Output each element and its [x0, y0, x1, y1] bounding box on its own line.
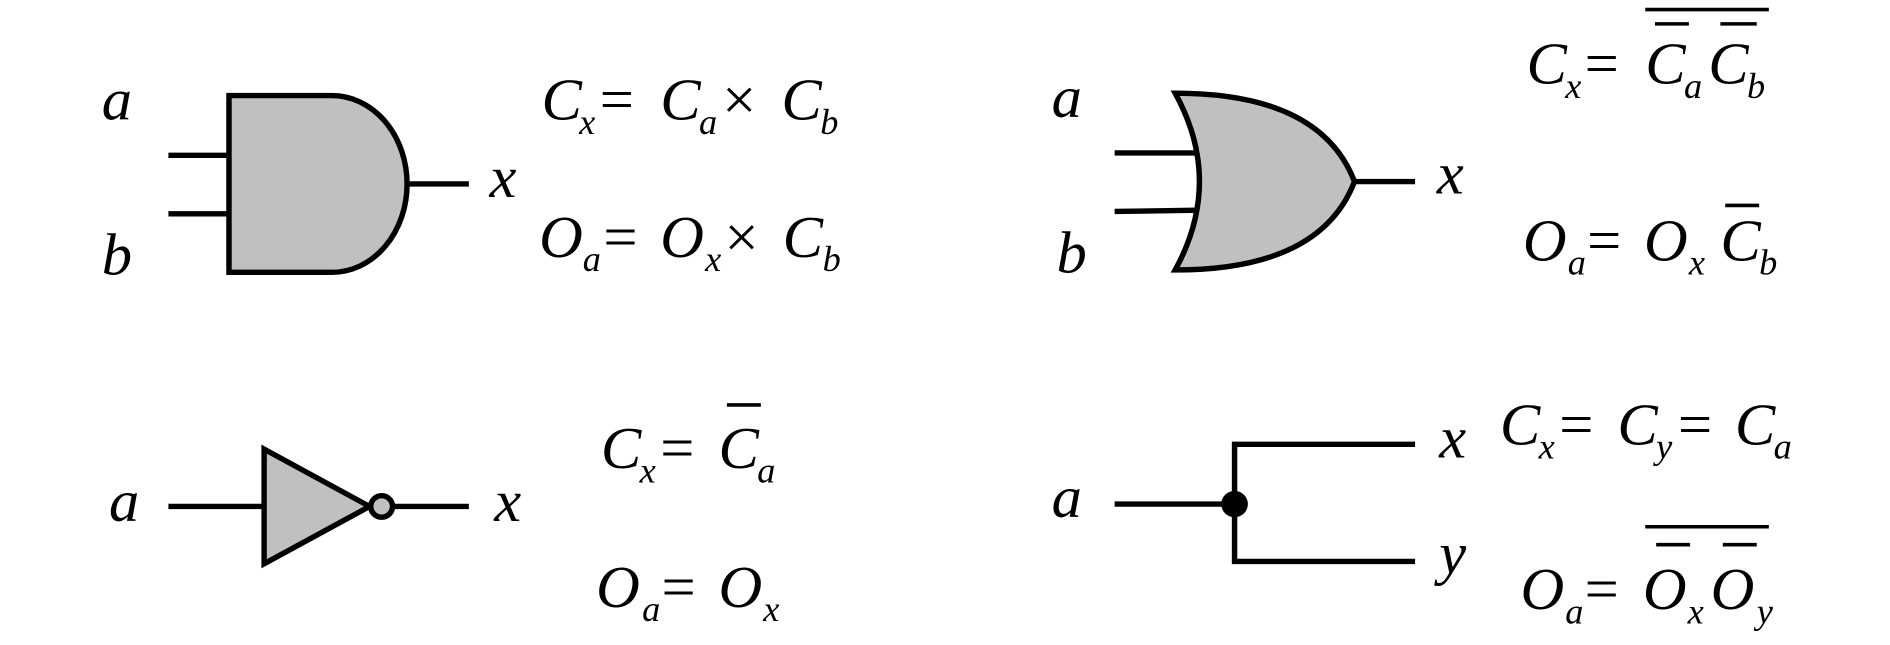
eq-token: O [1644, 208, 1688, 275]
eq-token: C [781, 67, 822, 134]
eq-subscript: a [1565, 592, 1583, 632]
or-input-a-label: a [1052, 64, 1082, 131]
eq-subscript: y [1753, 592, 1774, 632]
eq-subscript: x [1687, 592, 1704, 632]
or-input-b-wire [1114, 207, 1200, 215]
eq-operator: = [603, 204, 637, 271]
eq-token: C [660, 67, 701, 134]
eq-subscript: a [1684, 66, 1702, 106]
eq-token: O [660, 204, 704, 271]
eq-subscript: a [1774, 427, 1792, 467]
eq-subscript: a [642, 589, 660, 629]
eq-subscript: x [578, 102, 595, 142]
not-gate-panel: a x C x = C a O a = O x [109, 403, 779, 629]
eq-subscript: x [704, 239, 721, 279]
eq-token: O [1523, 208, 1567, 275]
eq-token: C [542, 67, 583, 134]
inversion-bubble-icon [368, 493, 396, 520]
eq-token: O [1520, 557, 1564, 624]
eq-operator: = [1559, 392, 1593, 459]
and-equation-1: C x = C a × C b [542, 67, 839, 142]
or-gate-panel: a b x C x = C a C b O a = O x C b [1052, 7, 1777, 287]
eq-operator: × [725, 204, 759, 271]
and-gate-panel: a b x C x = C a × C b O a = O x × C b [102, 67, 841, 289]
eq-token: O [539, 204, 583, 271]
junction-dot-icon [1221, 490, 1248, 518]
not-equation-1: C x = C a [601, 403, 775, 491]
eq-token: C [783, 204, 824, 271]
eq-subscript: a [1568, 243, 1586, 283]
fanout-panel: a x y C x = C y = C a O a = O x O y [1052, 392, 1792, 632]
eq-token: C [1645, 31, 1686, 98]
fanout-output-y-label: y [1433, 521, 1466, 588]
eq-token: O [596, 554, 640, 621]
eq-operator: = [1587, 208, 1621, 275]
and-input-a-label: a [102, 67, 132, 134]
eq-token: C [1500, 392, 1541, 459]
eq-token: C [718, 416, 759, 483]
eq-subscript: x [762, 589, 779, 629]
eq-subscript: a [757, 451, 775, 491]
eq-token: C [1617, 392, 1658, 459]
eq-subscript: x [1564, 66, 1581, 106]
eq-subscript: a [583, 239, 601, 279]
eq-token: O [1711, 557, 1755, 624]
and-equation-2: O a = O x × C b [539, 204, 841, 279]
and-input-b-label: b [102, 222, 132, 289]
eq-token: C [601, 416, 642, 483]
fanout-input-label: a [1052, 465, 1082, 532]
not-equation-2: O a = O x [596, 554, 779, 629]
or-output-label: x [1436, 141, 1464, 208]
eq-subscript: b [820, 102, 838, 142]
fanout-equation-2: O a = O x O y [1520, 524, 1774, 632]
and-gate-icon [226, 92, 410, 276]
eq-token: C [1720, 208, 1761, 275]
fanout-output-x-label: x [1438, 405, 1466, 472]
eq-operator: = [662, 554, 696, 621]
eq-token: C [1735, 392, 1776, 459]
eq-subscript: a [699, 102, 717, 142]
eq-operator: = [660, 416, 694, 483]
or-input-b-label: b [1056, 220, 1086, 287]
eq-operator: × [722, 67, 756, 134]
eq-operator: = [600, 67, 634, 134]
eq-subscript: x [1688, 243, 1705, 283]
fanout-branch-wires [1231, 441, 1416, 565]
not-output-label: x [493, 468, 521, 535]
or-gate-icon [1170, 90, 1358, 273]
eq-subscript: y [1652, 427, 1673, 467]
eq-subscript: x [1538, 427, 1555, 467]
not-gate-icon [261, 444, 376, 569]
eq-operator: = [1585, 31, 1619, 98]
eq-subscript: x [639, 451, 656, 491]
eq-token: O [718, 554, 762, 621]
eq-token: O [1643, 557, 1687, 624]
or-equation-1: C x = C a C b [1527, 7, 1769, 106]
eq-token: C [1708, 31, 1749, 98]
fanout-equation-1: C x = C y = C a [1500, 392, 1792, 467]
eq-subscript: b [1759, 243, 1777, 283]
eq-token: C [1527, 31, 1568, 98]
or-equation-2: O a = O x C b [1523, 203, 1777, 283]
not-input-label: a [109, 468, 139, 535]
eq-subscript: b [1747, 66, 1765, 106]
and-output-label: x [488, 144, 516, 211]
eq-operator: = [1678, 392, 1712, 459]
eq-subscript: b [823, 239, 841, 279]
eq-operator: = [1585, 557, 1619, 624]
